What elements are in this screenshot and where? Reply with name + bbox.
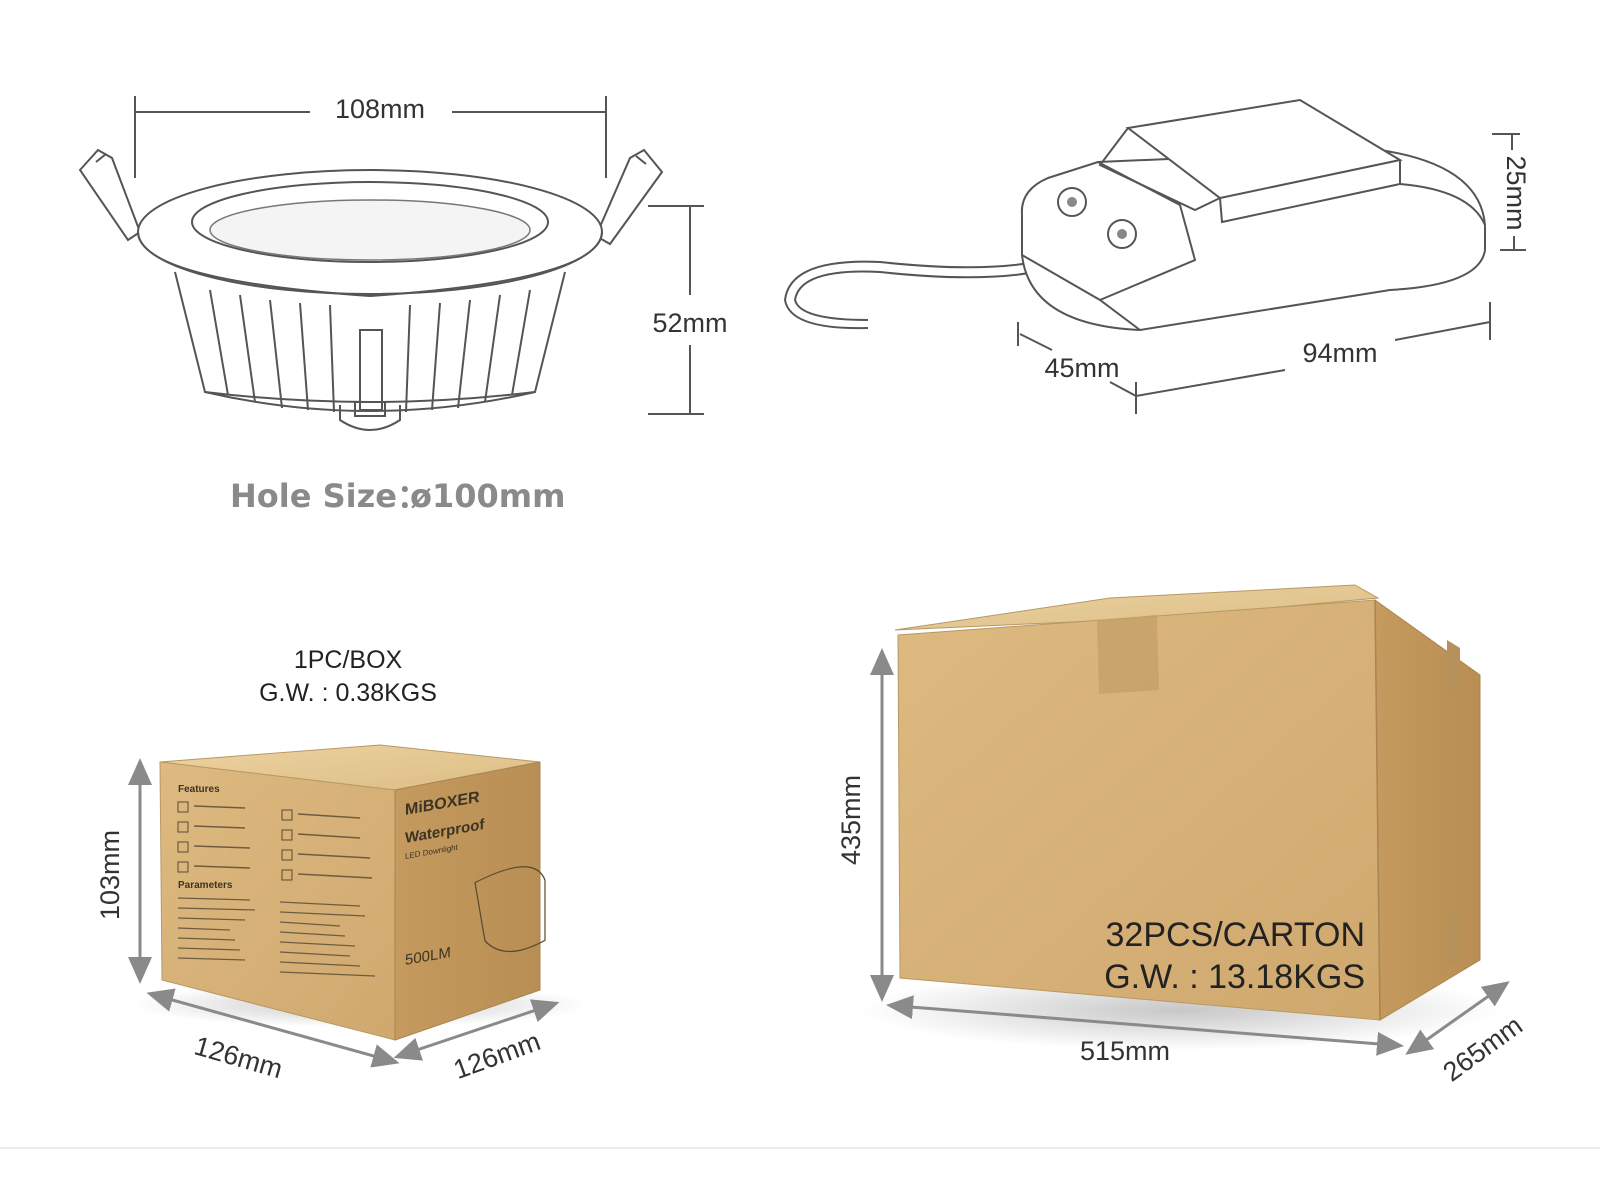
driver-drawing: 25mm 45mm 94mm [783, 98, 1531, 414]
driver-cable [793, 265, 1061, 321]
cable-connector [339, 405, 401, 431]
parameters-title: Parameters [178, 880, 233, 891]
dim-line [1109, 381, 1137, 397]
driver-cable [783, 255, 1061, 330]
carton-height-label: 435mm [836, 775, 866, 865]
fin [405, 304, 411, 413]
gift-box-depth-arrow [393, 999, 560, 1061]
carton-tape-side [1447, 640, 1460, 700]
dim-line [1394, 321, 1491, 341]
driver-height-label: 25mm [1501, 155, 1531, 230]
left-spring-clip [78, 148, 142, 242]
carton-qty-label: 32PCS/CARTON [1106, 916, 1366, 954]
feature-icons [177, 801, 293, 881]
driver-edge [1399, 183, 1486, 226]
feature-text-lines [193, 805, 373, 879]
carton-tape-side [1447, 910, 1460, 966]
hole-size-label: Hole Size： [230, 477, 429, 515]
carton-width-label: 515mm [1080, 1036, 1170, 1066]
fin [209, 289, 229, 396]
fin [239, 294, 256, 403]
carton-edge [1374, 599, 1381, 1021]
right-spring-clip [594, 148, 664, 246]
gift-box-height-label: 103mm [95, 830, 125, 920]
gift-box-qty-label: 1PC/BOX [294, 646, 403, 674]
driver-endcap [1097, 161, 1197, 301]
dim-line [1019, 333, 1053, 351]
carton-tape [1097, 615, 1159, 694]
carton-weight-label: G.W. : 13.18KGS [1104, 958, 1365, 996]
downlight-drawing: 108mm 52mm Hole Size： ø [78, 94, 728, 515]
driver-screw-hole [1117, 229, 1127, 239]
clip-detail [635, 155, 647, 165]
fin [431, 302, 441, 411]
parameter-text-lines [177, 897, 376, 977]
downlight-height-label: 52mm [652, 308, 727, 338]
fin [329, 304, 335, 413]
gift-box-weight-label: G.W. : 0.38KGS [259, 679, 437, 707]
fin [299, 302, 309, 411]
carton-width-arrow [886, 995, 1404, 1056]
dim-line [1135, 369, 1286, 397]
hole-size-value: ø100mm [410, 477, 565, 515]
gift-box-drawing: 1PC/BOX G.W. : 0.38KGS Features Paramete… [95, 646, 590, 1085]
center-post [359, 329, 383, 411]
carton-drawing: 32PCS/CARTON G.W. : 13.18KGS 435mm 515mm… [836, 584, 1528, 1087]
carton-depth-arrow [1405, 981, 1510, 1055]
carton-side [1374, 599, 1481, 1021]
fin [511, 289, 531, 396]
driver-lid-front [1219, 160, 1401, 224]
gift-box-side [394, 761, 541, 1041]
connector-block [354, 401, 386, 417]
fin [269, 299, 283, 409]
bezel-rim [137, 231, 603, 298]
driver-depth-label: 45mm [1044, 353, 1119, 383]
fin [457, 299, 471, 409]
downlight-width-label: 108mm [335, 94, 425, 124]
driver-length-label: 94mm [1302, 338, 1377, 368]
clip-detail [95, 153, 107, 163]
features-title: Features [178, 784, 220, 795]
gift-box-width-label: 126mm [191, 1031, 286, 1085]
fin [484, 294, 501, 403]
gift-box-width-arrow [146, 988, 400, 1068]
downlight-illustration [474, 866, 546, 952]
driver-screw-hole [1067, 197, 1077, 207]
diffuser [209, 199, 531, 261]
